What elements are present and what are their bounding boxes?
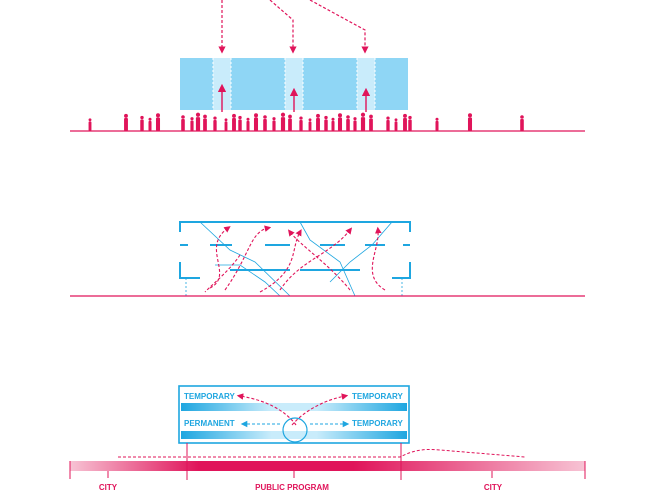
person-icon	[88, 118, 92, 131]
person-icon	[148, 117, 152, 131]
zone-label: TEMPORARY	[352, 392, 403, 401]
person-icon	[288, 114, 292, 131]
section-2	[70, 221, 585, 297]
movement-arrows	[204, 225, 386, 293]
person-icon	[308, 118, 312, 131]
arrow-icon	[371, 226, 386, 291]
permanent-band	[181, 431, 407, 439]
arrow-icon	[309, 0, 369, 54]
person-icon	[124, 113, 128, 131]
section-1	[70, 0, 585, 132]
person-icon	[203, 114, 207, 131]
arrow-icon	[291, 393, 349, 426]
person-icon	[213, 116, 217, 131]
zone-label: PERMANENT	[184, 419, 235, 428]
zone-label: TEMPORARY	[352, 419, 403, 428]
people-silhouette-icon	[88, 112, 524, 131]
axis-label-public-program: PUBLIC PROGRAM	[255, 483, 329, 492]
person-icon	[263, 115, 267, 131]
temporary-band	[181, 403, 407, 411]
arrow-icon	[287, 229, 351, 291]
person-icon	[520, 115, 524, 131]
arrow-icon	[259, 229, 302, 293]
person-icon	[435, 117, 439, 131]
plan-outline	[179, 221, 411, 279]
person-icon	[331, 117, 335, 131]
person-icon	[346, 115, 350, 131]
person-icon	[155, 113, 161, 131]
person-icon	[195, 112, 201, 131]
axis-label-city-right: CITY	[484, 483, 503, 492]
person-icon	[190, 117, 194, 131]
crossing-circle	[282, 417, 308, 443]
person-icon	[299, 116, 303, 131]
void-strip	[285, 58, 303, 110]
program-axis	[70, 461, 585, 471]
person-icon	[246, 117, 250, 131]
arrow-icon	[224, 225, 272, 291]
person-icon	[467, 113, 473, 131]
arrow-icon	[279, 227, 353, 291]
person-icon	[324, 115, 328, 131]
person-icon	[369, 114, 373, 131]
person-icon	[337, 113, 343, 131]
arrow-icon	[236, 393, 297, 426]
person-icon	[232, 113, 236, 131]
person-icon	[140, 115, 144, 131]
person-icon	[353, 117, 357, 131]
person-icon	[224, 118, 228, 131]
person-icon	[280, 112, 286, 131]
person-icon	[360, 112, 366, 131]
person-icon	[394, 118, 398, 131]
person-icon	[408, 115, 412, 131]
zone-label: TEMPORARY	[184, 392, 235, 401]
arrow-icon	[269, 0, 297, 54]
person-icon	[253, 113, 259, 131]
person-icon	[316, 113, 320, 131]
circulation-lines	[199, 221, 393, 297]
person-icon	[181, 115, 185, 131]
person-icon	[386, 116, 390, 131]
flow-line	[118, 449, 526, 458]
incoming-arrows	[218, 0, 369, 54]
section-3: TEMPORARY TEMPORARY PERMANENT TEMPORARY …	[69, 385, 586, 492]
person-icon	[403, 113, 407, 131]
person-icon	[238, 115, 242, 131]
arrow-icon	[209, 226, 231, 289]
person-icon	[272, 117, 276, 131]
axis-label-city-left: CITY	[99, 483, 118, 492]
program-box	[178, 385, 410, 444]
void-strip	[357, 58, 375, 110]
